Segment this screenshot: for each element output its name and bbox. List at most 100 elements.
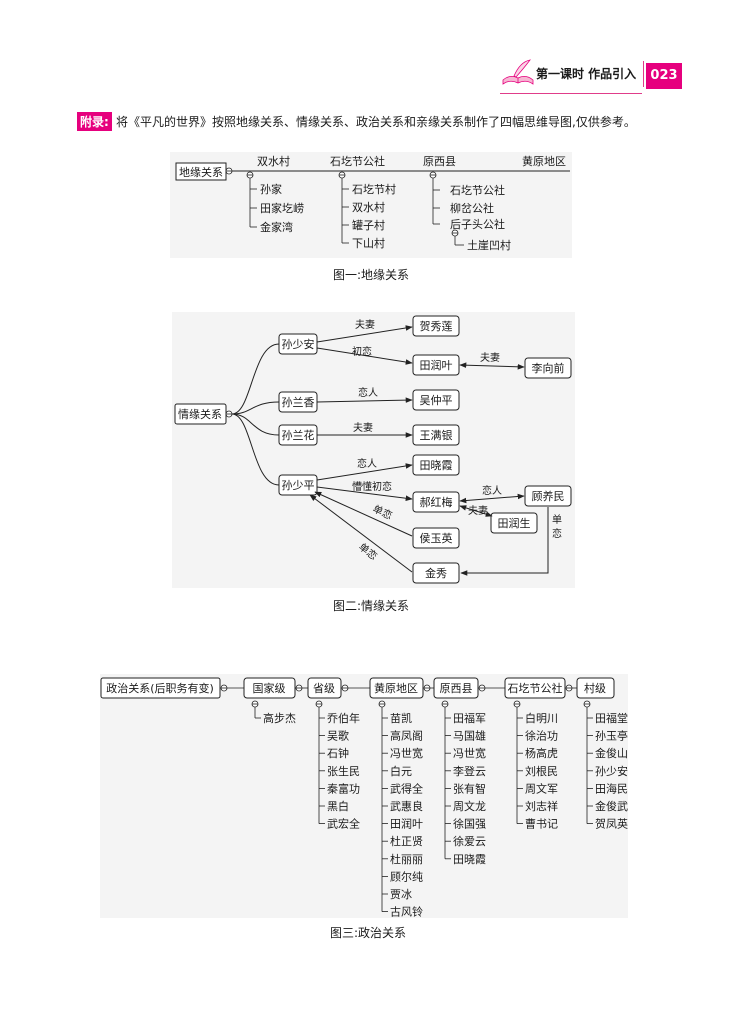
fig1-sub-item: 土崖凹村	[467, 238, 511, 252]
fig1-item: 双水村	[352, 200, 385, 214]
fig3-item: 顾尔纯	[390, 870, 423, 883]
fig3-item: 孙少安	[595, 764, 628, 778]
fig1-group-label: 双水村	[257, 154, 290, 168]
fig2-edge-label: 恋	[552, 527, 562, 540]
fig2-node: 侯玉英	[420, 531, 453, 545]
fig2-node: 田润生	[498, 516, 531, 530]
fig3-svg: 政治关系(后职务有变) 国家级 省级 黄原地区 原西县 石圪节公社 村级 高步杰…	[100, 677, 628, 918]
fig1-item: 柳岔公社	[450, 201, 494, 215]
fig2-edge-label: 恋人	[482, 484, 502, 497]
fig1-item: 后子头公社	[450, 217, 505, 231]
book-quill-icon	[500, 58, 536, 94]
fig2-node: 孙兰花	[282, 429, 315, 442]
fig3-item: 孙玉亭	[595, 729, 628, 743]
fig3-column-label: 村级	[584, 681, 606, 695]
fig2-edge-label: 夫妻	[480, 351, 500, 364]
fig3-item: 杨高虎	[525, 746, 558, 760]
fig3-root: 政治关系(后职务有变)	[106, 681, 214, 695]
fig3-item: 徐治功	[525, 729, 558, 743]
fig3-column-label: 省级	[313, 682, 335, 695]
fig3-caption: 图三:政治关系	[330, 926, 407, 940]
header-band	[0, 0, 730, 62]
fig3-item: 杜正贤	[390, 834, 423, 848]
fig3-item: 田润叶	[390, 817, 423, 831]
fig2-node: 孙少安	[282, 337, 315, 351]
fig1-caption: 图一:地缘关系	[333, 268, 410, 282]
fig3-item: 徐国强	[453, 817, 486, 831]
header-title: 第一课时 作品引入	[536, 67, 637, 81]
fig2-node: 王满银	[420, 428, 453, 442]
fig1-item: 下山村	[352, 236, 385, 250]
fig3-item: 刘志祥	[525, 799, 558, 813]
fig3-item: 高步杰	[263, 711, 296, 725]
fig1-item: 孙家	[260, 182, 282, 196]
fig2-edge-label: 单	[552, 514, 562, 526]
fig3-column-label: 石圪节公社	[508, 681, 563, 695]
fig1-item: 石圪节公社	[450, 183, 505, 197]
fig1-item: 金家湾	[260, 220, 293, 234]
fig3-item: 高凤阁	[390, 729, 423, 743]
fig2-edge-label: 夫妻	[353, 421, 373, 434]
header-separator	[643, 61, 644, 87]
fig3-politics-diagram: 政治关系(后职务有变) 国家级 省级 黄原地区 原西县 石圪节公社 村级 高步杰…	[100, 674, 628, 918]
fig2-node: 金秀	[425, 566, 447, 580]
fig2-edge-label: 恋人	[357, 457, 377, 470]
fig1-group-label: 石圪节公社	[330, 154, 385, 168]
fig2-node: 郝红梅	[420, 495, 453, 509]
fig3-item: 冯世宽	[390, 746, 423, 760]
fig3-item: 冯世宽	[453, 746, 486, 760]
fig3-item: 田福堂	[595, 711, 628, 725]
fig1-geo-diagram: 地缘关系 双水村 石圪节公社 原西县 黄原地区 孙家 田家圪崂 金家湾 石圪节村…	[170, 152, 572, 258]
fig3-item: 贾冰	[390, 888, 412, 901]
fig1-group-label: 原西县	[423, 155, 456, 168]
appendix-text: 将《平凡的世界》按照地缘关系、情缘关系、政治关系和亲缘关系制作了四幅思维导图,仅…	[116, 115, 636, 129]
fig3-item: 马国雄	[453, 729, 486, 743]
fig3-item: 吴歌	[327, 729, 349, 743]
fig3-item: 周文龙	[453, 799, 486, 813]
fig1-root: 地缘关系	[179, 165, 223, 179]
fig3-column-trees: 高步杰乔伯年吴歌石钟张生民秦富功黑白武宏全苗凯高凤阁冯世宽白元武得全武惠良田润叶…	[251, 700, 628, 918]
fig1-svg: 地缘关系 双水村 石圪节公社 原西县 黄原地区 孙家 田家圪崂 金家湾 石圪节村…	[175, 154, 570, 252]
fig3-item: 田海民	[595, 781, 628, 795]
page-number: 023	[646, 63, 682, 89]
fig2-node: 吴仲平	[420, 393, 453, 407]
fig3-item: 黑白	[327, 799, 349, 813]
fig3-column-label: 黄原地区	[374, 681, 418, 695]
fig2-svg: 情缘关系 孙少安 孙兰香 孙兰花 孙少平 贺秀莲 田润叶 李向前 吴仲平 王满银…	[174, 315, 572, 584]
appendix-tag: 附录:	[77, 112, 112, 131]
fig3-item: 张有智	[453, 781, 486, 795]
fig2-node: 贺秀莲	[420, 320, 453, 333]
fig1-group-label: 黄原地区	[522, 154, 566, 168]
fig3-item: 田晓霞	[453, 853, 486, 866]
fig2-edge-label: 恋人	[358, 386, 378, 399]
fig3-item: 曹书记	[525, 818, 558, 831]
fig3-item: 古风铃	[390, 905, 423, 918]
fig2-edge-label: 夫妻	[355, 318, 375, 331]
fig3-item: 武惠良	[390, 799, 423, 813]
fig3-item: 张生民	[327, 764, 360, 778]
fig2-caption: 图二:情缘关系	[333, 599, 410, 613]
fig3-column-label: 国家级	[253, 681, 286, 695]
fig3-item: 贺凤英	[595, 817, 628, 831]
fig2-node: 顾养民	[532, 489, 565, 503]
fig3-item: 杜丽丽	[390, 852, 423, 866]
fig3-item: 田福军	[453, 711, 486, 725]
fig2-node: 田润叶	[420, 358, 453, 372]
fig3-item: 武宏全	[327, 817, 360, 831]
fig2-node: 孙兰香	[282, 396, 315, 409]
fig3-item: 李登云	[453, 764, 486, 778]
fig3-item: 苗凯	[390, 712, 412, 725]
fig2-edge-label: 单恋	[356, 540, 380, 563]
fig3-item: 乔伯年	[327, 711, 360, 725]
fig3-item: 金俊武	[595, 799, 628, 813]
fig3-item: 秦富功	[327, 781, 360, 795]
fig1-item: 罐子村	[352, 218, 385, 232]
fig3-item: 白明川	[525, 711, 558, 725]
fig2-root: 情缘关系	[178, 407, 222, 421]
fig1-item: 石圪节村	[352, 182, 396, 196]
fig3-item: 石钟	[327, 746, 349, 760]
fig2-edge-label: 懵懂初恋	[352, 480, 392, 493]
header-underline	[500, 93, 642, 94]
fig3-item: 白元	[390, 764, 412, 778]
fig3-column-label: 原西县	[440, 682, 473, 695]
